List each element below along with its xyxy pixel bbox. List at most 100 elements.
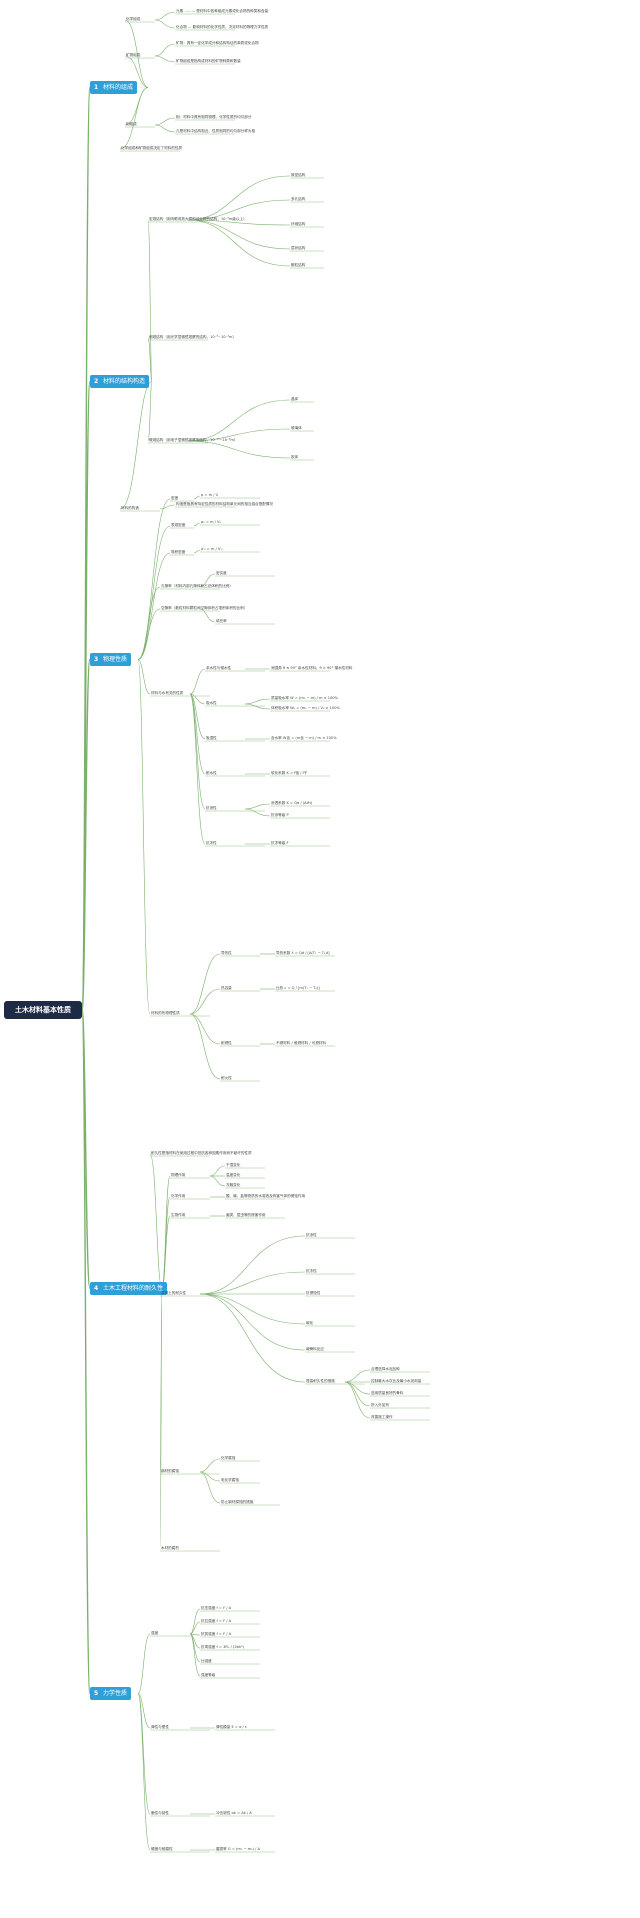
- map-node[interactable]: 抗渗性: [206, 805, 217, 810]
- map-node[interactable]: 吸水性: [206, 700, 217, 705]
- map-node[interactable]: 构造是指具有特定性质的材料结构单元间的相互组合搭配情况: [176, 501, 274, 506]
- map-node[interactable]: 混凝土的耐久性: [161, 1290, 187, 1295]
- map-node[interactable]: 渗透系数 K = Qd / (AtH): [271, 800, 313, 805]
- map-node[interactable]: 弹性与塑性: [151, 1724, 169, 1729]
- map-node[interactable]: 元素 ……… 是材料中各种组成元素或化合物的种类和含量: [176, 8, 269, 13]
- map-node[interactable]: 孔隙率（材料内部孔隙体积占总体积的比例）: [161, 583, 233, 588]
- map-node[interactable]: 软化系数 K = f饱 / f干: [271, 770, 308, 775]
- map-node[interactable]: 细观结构（用光学显微镜观察的结构，10⁻⁶~10⁻³m）: [149, 334, 237, 339]
- map-node[interactable]: 润湿角 θ ≤ 90° 亲水性材料；θ > 90° 憎水性材料: [271, 665, 353, 670]
- map-node[interactable]: 比热 c = Q / [m(T₁ − T₂)]: [276, 985, 320, 990]
- map-node[interactable]: 抗冻等级 F: [271, 840, 289, 845]
- map-node[interactable]: 干湿变化: [226, 1162, 241, 1167]
- map-node[interactable]: 不燃材料 / 难燃材料 / 可燃材料: [276, 1040, 327, 1045]
- map-node[interactable]: 晶体: [291, 396, 299, 401]
- map-node[interactable]: 耐燃性: [221, 1040, 232, 1045]
- map-node[interactable]: 抗渗性: [306, 1232, 317, 1237]
- map-node[interactable]: 亲水性与憎水性: [206, 665, 232, 670]
- map-node[interactable]: 脆性与韧性: [151, 1810, 169, 1815]
- map-node[interactable]: 冻融变化: [226, 1182, 241, 1187]
- map-node[interactable]: 纤维结构: [291, 221, 306, 226]
- map-node[interactable]: 材料的热物理性质: [151, 1010, 180, 1015]
- map-node[interactable]: ρ₀ = m / V₀: [201, 519, 221, 524]
- map-node[interactable]: 酸、碱、盐等物质的水溶液及有害气体的侵蚀作用: [226, 1193, 306, 1198]
- map-node[interactable]: 空隙率（散粒材料颗粒间空隙体积占堆积体积的比例）: [161, 605, 248, 610]
- map-node[interactable]: 生物作用: [171, 1212, 186, 1217]
- map-node[interactable]: 抗侵蚀性: [306, 1290, 321, 1295]
- root-node[interactable]: 土木材料基本性质: [4, 1001, 82, 1019]
- map-node[interactable]: 化学腐蚀: [221, 1455, 236, 1460]
- map-node[interactable]: 填充率: [216, 618, 227, 623]
- map-node[interactable]: 抗拉强度 f = F / A: [201, 1618, 232, 1623]
- map-node[interactable]: 掺入外加剂: [371, 1402, 389, 1407]
- map-node[interactable]: 体积吸水率 W₀ = (m₁ − m) / V₀ × 100%: [271, 705, 340, 710]
- map-node[interactable]: 宏观结构（用肉眼或放大镜即可分辨的结构，10⁻³m级以上）: [149, 216, 247, 221]
- map-node[interactable]: 耐水性: [206, 770, 217, 775]
- map-node[interactable]: 致密结构: [291, 172, 306, 177]
- map-node[interactable]: 强度等级: [201, 1672, 216, 1677]
- map-node[interactable]: 物理作用: [171, 1172, 186, 1177]
- map-node[interactable]: 吸湿性: [206, 735, 217, 740]
- map-node[interactable]: 抗弯强度 f = 3FL / (2bh²): [201, 1644, 245, 1649]
- map-node[interactable]: 强度: [151, 1630, 159, 1635]
- map-node[interactable]: 提高耐久性的措施: [306, 1378, 335, 1383]
- map-node[interactable]: ρ′₀ = m / V′₀: [201, 546, 223, 551]
- map-node[interactable]: 选用质量良好的骨料: [371, 1390, 404, 1395]
- map-node[interactable]: 导热系数 λ = Qd / [A(T₁ − T₂)t]: [276, 950, 330, 955]
- map-node[interactable]: 凡是材料中结构相近、性质相同的均匀部分称为相: [176, 128, 256, 133]
- map-node[interactable]: 相：材料中具有相同物理、化学性质的均匀部分: [176, 114, 252, 119]
- map-node[interactable]: 微观结构（用电子显微镜观察的结构，10⁻¹⁰~10⁻⁶m）: [149, 437, 238, 442]
- map-node[interactable]: 矿物组成: [126, 52, 141, 57]
- map-node[interactable]: 化学作用: [171, 1193, 186, 1198]
- map-node[interactable]: ρ = m / V: [201, 492, 219, 497]
- map-node[interactable]: 材料与水有关的性质: [151, 690, 184, 695]
- map-node[interactable]: 抗渗等级 P: [271, 812, 289, 817]
- map-node[interactable]: 改善施工操作: [371, 1414, 393, 1419]
- map-node[interactable]: 木材的腐朽: [161, 1545, 179, 1550]
- map-node[interactable]: 矿物组成是指构成材料的矿物种类和数量: [176, 58, 241, 63]
- map-node[interactable]: 硬度与耐磨性: [151, 1846, 173, 1851]
- map-node[interactable]: 菌类、昆虫等的侵害作用: [226, 1212, 266, 1217]
- map-node[interactable]: 密实度: [216, 570, 227, 575]
- map-node[interactable]: 耐久性是指材料在使用过程中抵抗各种因素作用而不破坏的性质: [151, 1150, 252, 1155]
- map-node[interactable]: 质量吸水率 W = (m₁ − m) / m × 100%: [271, 695, 339, 700]
- map-node[interactable]: 密度: [171, 495, 179, 500]
- map-node[interactable]: 碳化: [306, 1320, 314, 1325]
- map-node[interactable]: 导热性: [221, 950, 232, 955]
- map-node[interactable]: 冲击韧性 αk = Ak / A: [216, 1810, 252, 1815]
- map-node[interactable]: 温度变化: [226, 1172, 241, 1177]
- map-node[interactable]: 钢材的腐蚀: [161, 1468, 179, 1473]
- map-node[interactable]: 玻璃体: [291, 425, 302, 430]
- map-node[interactable]: 合理选择水泥品种: [371, 1366, 400, 1371]
- map-node[interactable]: 耐火性: [221, 1075, 232, 1080]
- map-node[interactable]: 热容量: [221, 985, 232, 990]
- map-node[interactable]: 胶体: [291, 454, 299, 459]
- map-node[interactable]: 比强度: [201, 1658, 212, 1663]
- map-node[interactable]: 弹性模量 E = σ / ε: [216, 1724, 247, 1729]
- map-node[interactable]: 控制最大水灰比及最小水泥用量: [371, 1378, 422, 1383]
- map-node[interactable]: 表观密度: [171, 522, 186, 527]
- map-node[interactable]: 抗剪强度 f = F / A: [201, 1631, 232, 1636]
- map-node[interactable]: 电化学腐蚀: [221, 1477, 239, 1482]
- map-node[interactable]: 含水率 W含 = (m含 − m) / m × 100%: [271, 735, 337, 740]
- map-node[interactable]: 防止钢材腐蚀的措施: [221, 1499, 254, 1504]
- map-node[interactable]: 矿物：具有一定化学成分和结构特征的单质或化合物: [176, 40, 259, 45]
- map-node[interactable]: 散粒结构: [291, 262, 306, 267]
- map-node[interactable]: 相组成: [126, 121, 137, 126]
- map-node[interactable]: 抗冻性: [306, 1268, 317, 1273]
- map-node[interactable]: 化合物 … 影响材料的化学性质，决定材料的物理力学性质: [176, 24, 269, 29]
- map-node[interactable]: 抗冻性: [206, 840, 217, 845]
- map-node[interactable]: 抗压强度 f = F / A: [201, 1605, 232, 1610]
- map-node[interactable]: 磨损率 G = (m₁ − m₂) / A: [216, 1846, 260, 1851]
- map-node[interactable]: 化学组成和矿物组成决定了材料的性质: [121, 145, 183, 150]
- map-node[interactable]: 化学组成: [126, 16, 141, 21]
- map-node[interactable]: 材料的构造: [121, 505, 139, 510]
- map-node[interactable]: 堆积密度: [171, 549, 186, 554]
- map-node[interactable]: 多孔结构: [291, 196, 306, 201]
- map-node[interactable]: 层状结构: [291, 245, 306, 250]
